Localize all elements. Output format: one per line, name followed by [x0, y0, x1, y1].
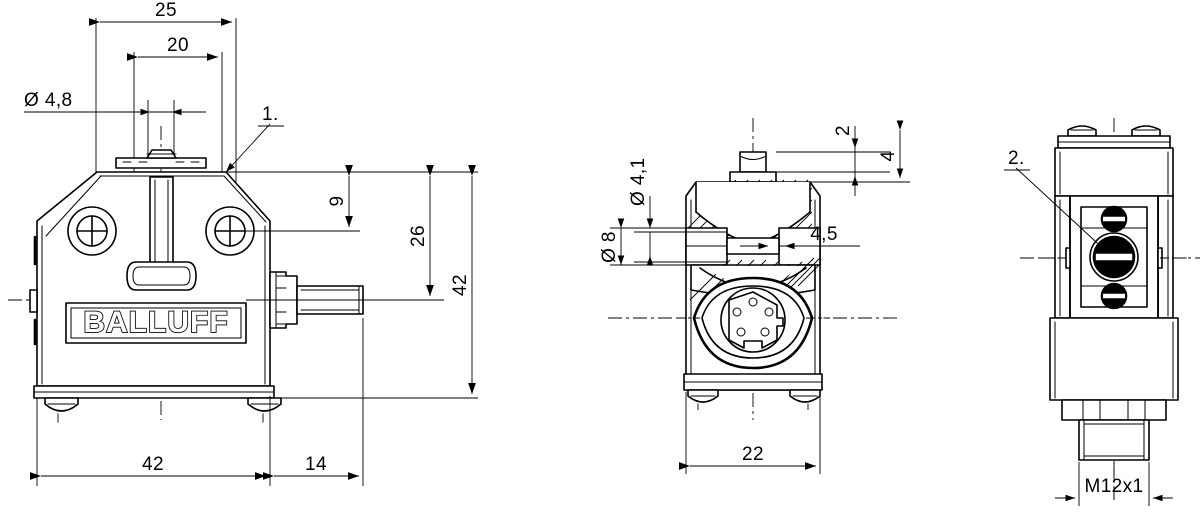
dimension-diameter-4-8-label: Ø 4,8 [24, 90, 72, 111]
dimension-diameter-4-1-label: Ø 4,1 [628, 158, 649, 206]
dimension-25-label: 25 [155, 0, 177, 21]
dimension-22: 22 [679, 392, 821, 474]
front-view-extension-lines [95, 18, 237, 196]
mounting-eye-left [67, 206, 117, 256]
dimension-4: 4 [878, 120, 904, 178]
dimension-20: 20 [127, 35, 218, 61]
section-bottom-plinth [683, 373, 823, 403]
dimension-42-vertical-label: 42 [450, 274, 471, 296]
balluff-logo: BALLUFF [65, 302, 247, 344]
side-screw-bottom [1100, 282, 1128, 310]
side-upper-body [1054, 147, 1174, 197]
dimension-14: 14 [263, 454, 359, 480]
front-bottom-dimensions: 42 14 [30, 318, 364, 486]
side-sensor-window [1089, 232, 1139, 282]
side-view: 2. M12x1 [1004, 118, 1200, 506]
side-sensor-plate [1080, 205, 1148, 310]
callout-1-label: 1. [262, 104, 279, 125]
section-m12-connector-face [676, 276, 830, 370]
section-left-dimensions: Ø 4,1 Ø 8 [599, 158, 727, 266]
section-view: Ø 4,1 Ø 8 4,5 2 [599, 118, 910, 474]
dimension-m12x1: M12x1 [1055, 462, 1173, 506]
dimension-2-label: 2 [833, 125, 854, 136]
dimension-42-horizontal-label: 42 [142, 454, 164, 475]
side-m12-connector [1061, 399, 1167, 461]
dimension-diameter-8: Ø 8 [599, 218, 625, 265]
dimension-4-5-label: 4,5 [810, 224, 838, 245]
front-vertical-dimensions: 9 26 42 [226, 165, 478, 399]
dimension-9: 9 [327, 165, 353, 227]
dimension-4-label: 4 [878, 150, 899, 161]
callout-2-label: 2. [1008, 148, 1025, 169]
dimension-2: 2 [833, 125, 859, 196]
dimension-diameter-8-label: Ø 8 [599, 231, 620, 263]
dimension-diameter-4-8: Ø 4,8 [24, 90, 206, 116]
section-push-button [729, 151, 777, 183]
side-top-feet [1057, 125, 1171, 149]
dimension-42-horizontal: 42 [30, 454, 266, 480]
dimension-26: 26 [408, 165, 434, 296]
dimension-diameter-4-1: Ø 4,1 [628, 158, 654, 266]
dimension-20-label: 20 [167, 35, 189, 56]
dimension-42-vertical: 42 [450, 165, 476, 394]
section-top-dimensions: 2 4 [776, 120, 910, 196]
dimension-25: 25 [89, 0, 232, 26]
dimension-22-label: 22 [742, 444, 764, 465]
side-lower-body [1049, 317, 1179, 401]
front-top-mount-block [115, 149, 207, 169]
dimension-14-label: 14 [305, 454, 327, 475]
dimension-4-5: 4,5 [740, 224, 860, 250]
balluff-logo-label: BALLUFF [83, 306, 228, 339]
callout-1: 1. [225, 104, 284, 173]
dimension-9-label: 9 [327, 196, 348, 207]
dimension-m12x1-label: M12x1 [1084, 476, 1143, 497]
side-screw-top [1100, 205, 1128, 233]
callout-2: 2. [1004, 148, 1109, 254]
front-bottom-plinth [33, 385, 282, 412]
front-center-blade [126, 176, 197, 291]
dimension-26-label: 26 [408, 225, 429, 247]
front-view: 25 20 Ø 4,8 [8, 0, 478, 486]
